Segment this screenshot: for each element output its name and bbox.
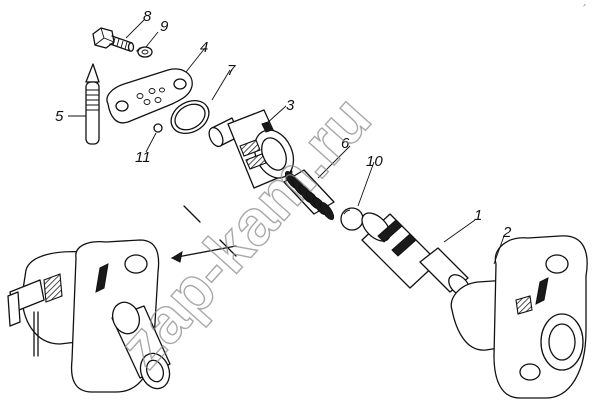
callout-11: 11 <box>135 149 151 166</box>
callout-labels: 8 9 4 7 3 6 10 5 11 1 2 <box>55 8 512 241</box>
callout-10: 10 <box>366 153 383 170</box>
ball-part-10 <box>340 207 364 231</box>
corner-mark: ᐟ <box>583 4 586 11</box>
o-ring-part-7 <box>170 99 210 135</box>
plunger-part-1 <box>361 212 470 296</box>
ball-part-11 <box>153 123 163 133</box>
assembly-direction-arrow <box>170 205 237 263</box>
callout-9: 9 <box>160 18 169 35</box>
callout-1: 1 <box>474 207 482 224</box>
callout-5: 5 <box>55 108 64 125</box>
callout-3: 3 <box>286 97 295 114</box>
lock-washer-part-9 <box>136 46 153 58</box>
assembled-valve-left <box>7 239 171 393</box>
callout-7: 7 <box>227 62 236 79</box>
valve-body-part-2 <box>450 235 588 399</box>
leader-lines <box>68 19 505 265</box>
callout-6: 6 <box>341 135 350 152</box>
callout-8: 8 <box>143 8 152 25</box>
spring-part-6 <box>283 169 335 221</box>
bolt-part-8 <box>92 27 135 52</box>
callout-2: 2 <box>502 224 512 241</box>
valve-sleeve-part-3 <box>208 109 295 189</box>
gasket-plate-part-4 <box>106 68 193 124</box>
pin-part-5 <box>85 63 100 145</box>
callout-4: 4 <box>200 39 208 56</box>
